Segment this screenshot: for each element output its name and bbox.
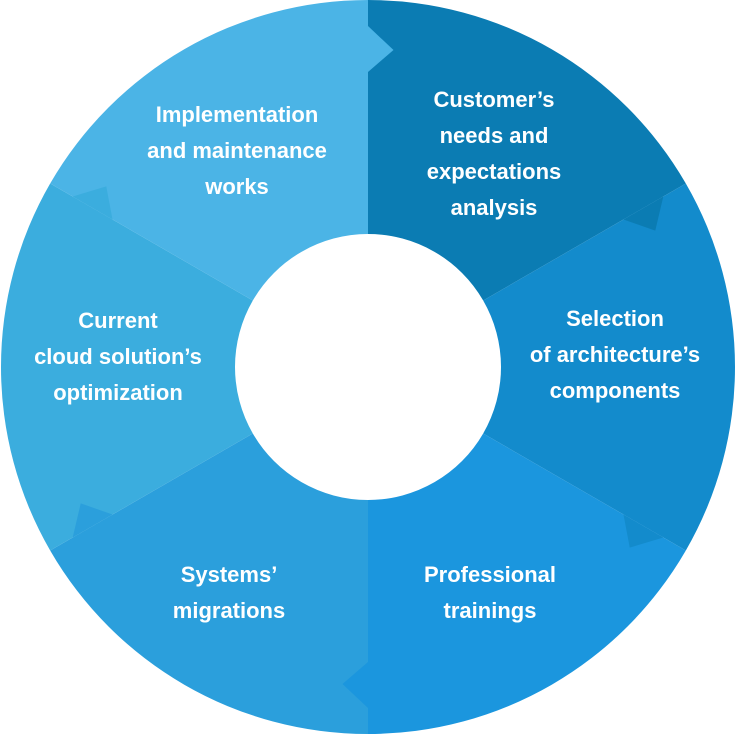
- segment-label-needs-analysis: Customer’s needs and expectations analys…: [426, 87, 562, 220]
- segment-label-cloud-optimization: Current cloud solution’s optimization: [34, 308, 202, 405]
- arrow-notch: [342, 662, 368, 708]
- ring-segment: [50, 0, 369, 301]
- arrow-notch: [623, 514, 664, 548]
- ring-segment: [368, 433, 686, 734]
- arrow-notch: [72, 503, 113, 538]
- segment-label-professional-trainings: Professional trainings: [423, 562, 557, 623]
- arrow-notch: [72, 186, 113, 220]
- arrow-notch: [623, 196, 664, 231]
- arrow-notch: [368, 26, 394, 72]
- ring-segment: [483, 183, 735, 551]
- ring-segment: [50, 433, 369, 734]
- segment-label-architecture-selection: Selection of architecture’s components: [529, 306, 701, 403]
- segment-label-systems-migrations: Systems’ migrations: [172, 562, 286, 623]
- segment-label-implementation-maintenance: Implementation and maintenance works: [147, 102, 327, 199]
- ring-segment: [368, 0, 686, 301]
- ring-segment: [0, 183, 253, 551]
